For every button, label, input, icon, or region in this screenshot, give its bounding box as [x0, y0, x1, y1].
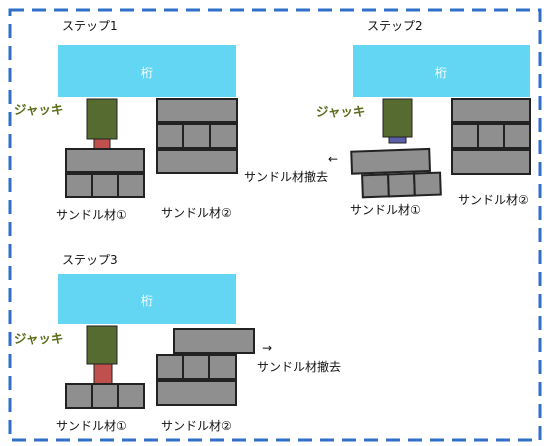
sandle-1-removed — [350, 147, 442, 199]
sandle-block — [173, 328, 255, 354]
step-1-title: ステップ1 — [62, 19, 118, 33]
removal-arrow: → — [262, 341, 272, 355]
sandle-block — [350, 147, 432, 175]
sandle-1-label: サンドル材① — [56, 419, 127, 433]
sandle-block — [117, 383, 145, 409]
step-3: ステップ3 桁 ジャッキ → サンドル材撤去 サンドル材① サンドル材② — [14, 253, 341, 433]
sandle-block — [156, 380, 237, 406]
sandle-block — [451, 149, 531, 175]
step-1: ステップ1 桁 ジャッキ サンドル材① サンドル材② — [14, 19, 238, 222]
sandle-block — [182, 123, 211, 149]
removal-arrow: ← — [328, 152, 338, 166]
jack-body — [86, 325, 118, 365]
sandle-block — [209, 123, 238, 149]
sandle-block — [117, 173, 145, 198]
dashed-frame — [8, 8, 542, 442]
sandle-block — [156, 354, 184, 380]
sandle-block — [156, 98, 238, 123]
jack-label: ジャッキ — [316, 104, 365, 119]
jack-label: ジャッキ — [14, 102, 63, 117]
sandle-2-label: サンドル材② — [458, 193, 529, 207]
sandle-block — [156, 149, 238, 174]
sandle-block — [477, 123, 505, 149]
sandle-block — [451, 123, 479, 149]
jack-body — [86, 98, 118, 140]
girder-label: 桁 — [141, 294, 153, 308]
sandle-block — [91, 173, 119, 198]
removal-label: サンドル材撤去 — [257, 359, 341, 374]
sandle-block — [91, 383, 119, 409]
step-3-title: ステップ3 — [62, 253, 118, 267]
sandle-2-label: サンドル材② — [161, 419, 232, 433]
sandle-1-label: サンドル材① — [56, 208, 127, 222]
sandle-block — [156, 123, 184, 149]
step-2-title: ステップ2 — [367, 19, 423, 33]
jack-piston — [93, 138, 111, 150]
girder-label: 桁 — [141, 66, 153, 80]
step-2: ステップ2 桁 ジャッキ ← サンドル材撤去 サンドル材① サンドル材② — [244, 19, 531, 217]
girder — [58, 45, 236, 97]
girder — [353, 45, 530, 97]
removal-label: サンドル材撤去 — [244, 169, 328, 184]
sandle-block — [387, 172, 416, 198]
jack-piston — [93, 363, 113, 385]
sandle-block — [65, 383, 93, 409]
sandle-2-label: サンドル材② — [161, 206, 232, 220]
sandle-block — [208, 354, 237, 380]
sandle-block — [65, 148, 145, 173]
girder-label: 桁 — [435, 66, 447, 80]
sandle-block — [361, 173, 390, 199]
jack-body — [382, 98, 413, 138]
sandle-block — [451, 98, 531, 123]
girder — [58, 274, 236, 324]
sandle-block — [503, 123, 531, 149]
sandle-block — [65, 173, 93, 198]
sandle-1-label: サンドル材① — [350, 203, 421, 217]
sandle-block — [182, 354, 210, 380]
sandle-block — [413, 171, 442, 197]
jack-label: ジャッキ — [14, 331, 63, 346]
jack-piston — [388, 136, 407, 144]
